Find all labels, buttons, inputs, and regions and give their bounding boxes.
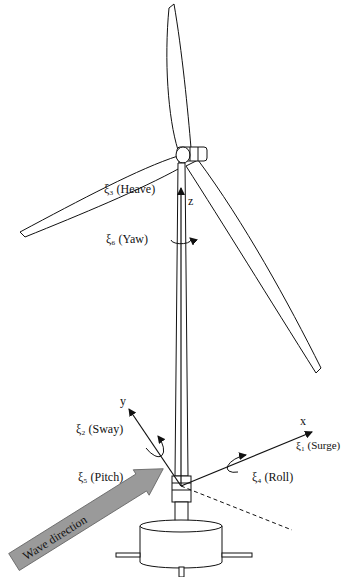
axis-letter: z xyxy=(188,194,193,208)
axis-letter: x xyxy=(300,414,306,428)
surge-label: ξ₁ (Surge) xyxy=(296,438,340,452)
roll-label: ξ₄ (Roll) xyxy=(252,470,293,484)
heave-label: ξ₃ (Heave) xyxy=(104,182,155,196)
yaw-label: ξ₆ (Yaw) xyxy=(106,232,148,246)
sway-label: ξ₂ (Sway) xyxy=(76,422,123,436)
axis-letter: y xyxy=(120,394,126,408)
wave-direction-label: Wave direction xyxy=(20,513,89,563)
pitch-label: ξ₅ (Pitch) xyxy=(78,470,123,484)
